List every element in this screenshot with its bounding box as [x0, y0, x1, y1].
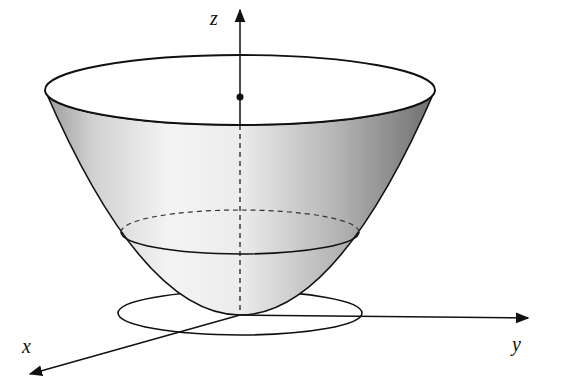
z-axis: [239, 10, 241, 125]
x-axis: [30, 315, 240, 374]
y-axis: [240, 315, 528, 318]
axis-label: x: [22, 336, 31, 356]
axis-label: y: [512, 334, 521, 354]
focus-point: [237, 94, 244, 101]
axis-label: z: [210, 8, 218, 28]
z-axis-hidden: [239, 125, 240, 313]
